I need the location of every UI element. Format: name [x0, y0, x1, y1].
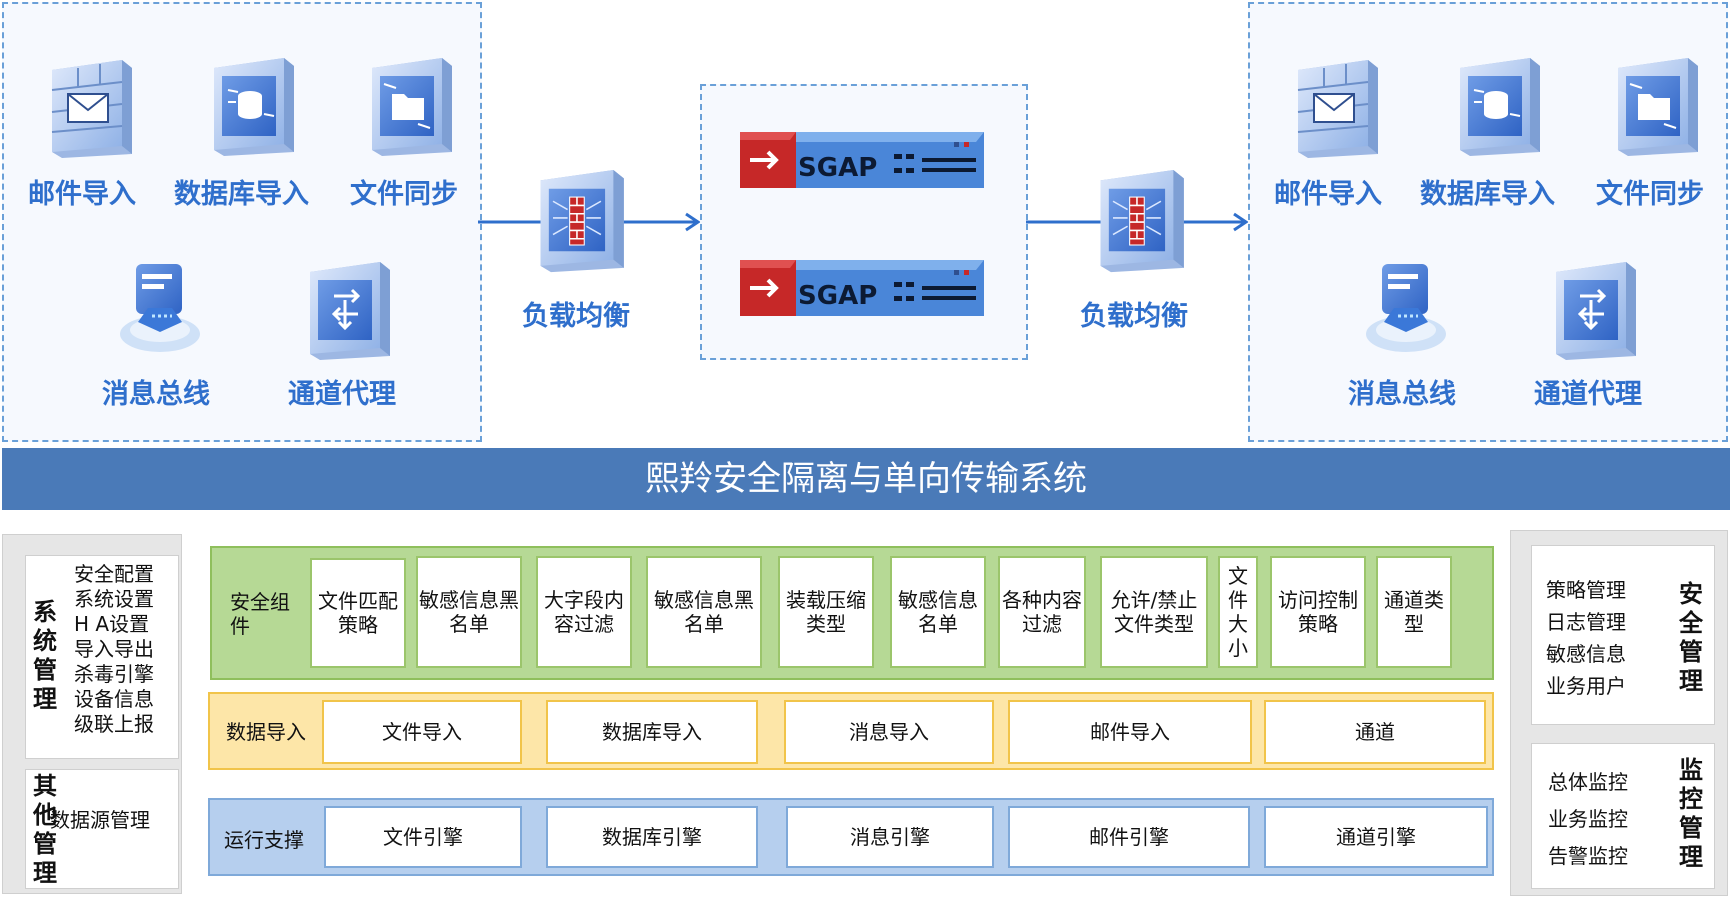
- list-item[interactable]: 日志管理: [1546, 610, 1626, 634]
- folder-icon: [360, 54, 456, 158]
- list-item[interactable]: 告警监控: [1548, 844, 1628, 868]
- import-cell[interactable]: 数据库导入: [546, 700, 758, 764]
- list-item[interactable]: 策略管理: [1546, 578, 1626, 602]
- sgap-device-1: SGAP: [740, 132, 984, 188]
- list-item[interactable]: 总体监控: [1548, 770, 1628, 794]
- left-message-bus-label: 消息总线: [102, 379, 210, 410]
- firewall-icon: [528, 164, 628, 276]
- runtime-cell[interactable]: 文件引擎: [324, 806, 522, 868]
- other-management-title: 其他管理: [33, 772, 57, 887]
- mail-wall-icon: [1297, 56, 1382, 160]
- right-load-balancer-label: 负载均衡: [1080, 301, 1188, 332]
- system-management-title: 系统管理: [33, 598, 57, 713]
- right-database-import-label: 数据库导入: [1420, 179, 1555, 210]
- security-cell[interactable]: 文件匹配策略: [310, 558, 406, 668]
- security-management-list: 策略管理 日志管理 敏感信息 业务用户: [1546, 574, 1626, 702]
- runtime-row-label: 运行支撑: [224, 828, 304, 852]
- security-cell[interactable]: 大字段内容过滤: [536, 556, 632, 668]
- import-cell[interactable]: 消息导入: [784, 700, 994, 764]
- import-cell[interactable]: 通道: [1264, 700, 1486, 764]
- list-item[interactable]: 级联上报: [74, 712, 154, 736]
- list-item[interactable]: 业务用户: [1546, 674, 1626, 698]
- channel-proxy-icon: [298, 258, 394, 362]
- runtime-support-row: 运行支撑 文件引擎 数据库引擎 消息引擎 邮件引擎 通道引擎: [208, 798, 1494, 876]
- list-item[interactable]: 导入导出: [74, 637, 154, 661]
- right-target-group: 邮件导入 数据库导入 文件同步 消息总线 通道代理: [1248, 2, 1728, 442]
- security-cell[interactable]: 各种内容过滤: [998, 556, 1086, 668]
- database-icon: [202, 54, 298, 158]
- security-cell[interactable]: 装载压缩类型: [778, 556, 874, 668]
- other-management-box: 其他管理 数据源管理: [25, 769, 179, 889]
- list-item[interactable]: 安全配置: [74, 562, 154, 586]
- list-item[interactable]: 设备信息: [74, 687, 154, 711]
- right-message-bus-label: 消息总线: [1348, 379, 1456, 410]
- data-import-row: 数据导入 文件导入 数据库导入 消息导入 邮件导入 通道: [208, 692, 1494, 770]
- right-file-sync-label: 文件同步: [1596, 179, 1704, 210]
- import-row-label: 数据导入: [226, 720, 306, 744]
- left-mail-import-label: 邮件导入: [28, 179, 136, 210]
- system-banner: 熙羚安全隔离与单向传输系统: [2, 448, 1730, 510]
- security-cell[interactable]: 文件大小: [1218, 556, 1258, 668]
- left-load-balancer-label: 负载均衡: [522, 301, 630, 332]
- channel-proxy-icon: [1544, 258, 1640, 362]
- sgap-brand-2: SGAP: [798, 281, 877, 311]
- system-management-box: 系统管理 安全配置 系统设置 H A设置 导入导出 杀毒引擎 设备信息 级联上报: [25, 555, 179, 759]
- right-mail-import-label: 邮件导入: [1274, 179, 1382, 210]
- folder-icon: [1606, 54, 1702, 158]
- security-components-row: 安全组件 文件匹配策略 敏感信息黑名单 大字段内容过滤 敏感信息黑名单 装载压缩…: [210, 546, 1494, 680]
- database-icon: [1448, 54, 1544, 158]
- right-management-panel: 策略管理 日志管理 敏感信息 业务用户 安全管理 总体监控 业务监控 告警监控 …: [1510, 530, 1728, 896]
- right-channel-proxy-label: 通道代理: [1534, 379, 1642, 410]
- security-cell[interactable]: 通道类型: [1376, 556, 1452, 668]
- import-cell[interactable]: 邮件导入: [1008, 700, 1252, 764]
- security-management-box: 策略管理 日志管理 敏感信息 业务用户 安全管理: [1531, 545, 1715, 725]
- firewall-icon: [1088, 164, 1188, 276]
- security-cell[interactable]: 敏感信息黑名单: [416, 556, 522, 668]
- runtime-cell[interactable]: 消息引擎: [786, 806, 994, 868]
- list-item[interactable]: 敏感信息: [1546, 642, 1626, 666]
- runtime-cell[interactable]: 邮件引擎: [1008, 806, 1250, 868]
- security-cell[interactable]: 允许/禁止文件类型: [1100, 556, 1208, 668]
- system-management-list: 安全配置 系统设置 H A设置 导入导出 杀毒引擎 设备信息 级联上报: [74, 562, 154, 737]
- sgap-device-2: SGAP: [740, 260, 984, 316]
- monitor-management-box: 总体监控 业务监控 告警监控 监控管理: [1531, 743, 1715, 889]
- security-row-label: 安全组件: [230, 590, 290, 638]
- security-management-title: 安全管理: [1679, 580, 1703, 695]
- left-source-group: 邮件导入 数据库导入 文件同步 消息总线 通道代理: [2, 2, 482, 442]
- runtime-cell[interactable]: 数据库引擎: [546, 806, 758, 868]
- monitor-management-list: 总体监控 业务监控 告警监控: [1548, 764, 1628, 875]
- mail-wall-icon: [51, 56, 136, 160]
- left-file-sync-label: 文件同步: [350, 179, 458, 210]
- list-item[interactable]: H A设置: [74, 612, 150, 636]
- list-item[interactable]: 杀毒引擎: [74, 662, 154, 686]
- list-item[interactable]: 系统设置: [74, 587, 154, 611]
- import-cell[interactable]: 文件导入: [322, 700, 522, 764]
- sgap-brand-1: SGAP: [798, 153, 877, 183]
- gateway-device-group: SGAP SGAP: [700, 84, 1028, 360]
- monitor-management-title: 监控管理: [1679, 756, 1703, 871]
- security-cell[interactable]: 敏感信息黑名单: [646, 556, 762, 668]
- left-database-import-label: 数据库导入: [174, 179, 309, 210]
- security-cell[interactable]: 敏感信息名单: [890, 556, 986, 668]
- left-channel-proxy-label: 通道代理: [288, 379, 396, 410]
- runtime-cell[interactable]: 通道引擎: [1264, 806, 1488, 868]
- left-management-panel: 系统管理 安全配置 系统设置 H A设置 导入导出 杀毒引擎 设备信息 级联上报…: [2, 534, 182, 894]
- message-bus-icon: [1366, 264, 1446, 352]
- other-management-list: 数据源管理: [50, 808, 150, 833]
- security-cell[interactable]: 访问控制策略: [1270, 556, 1366, 668]
- list-item[interactable]: 业务监控: [1548, 807, 1628, 831]
- message-bus-icon: [120, 264, 200, 352]
- list-item[interactable]: 数据源管理: [50, 808, 150, 832]
